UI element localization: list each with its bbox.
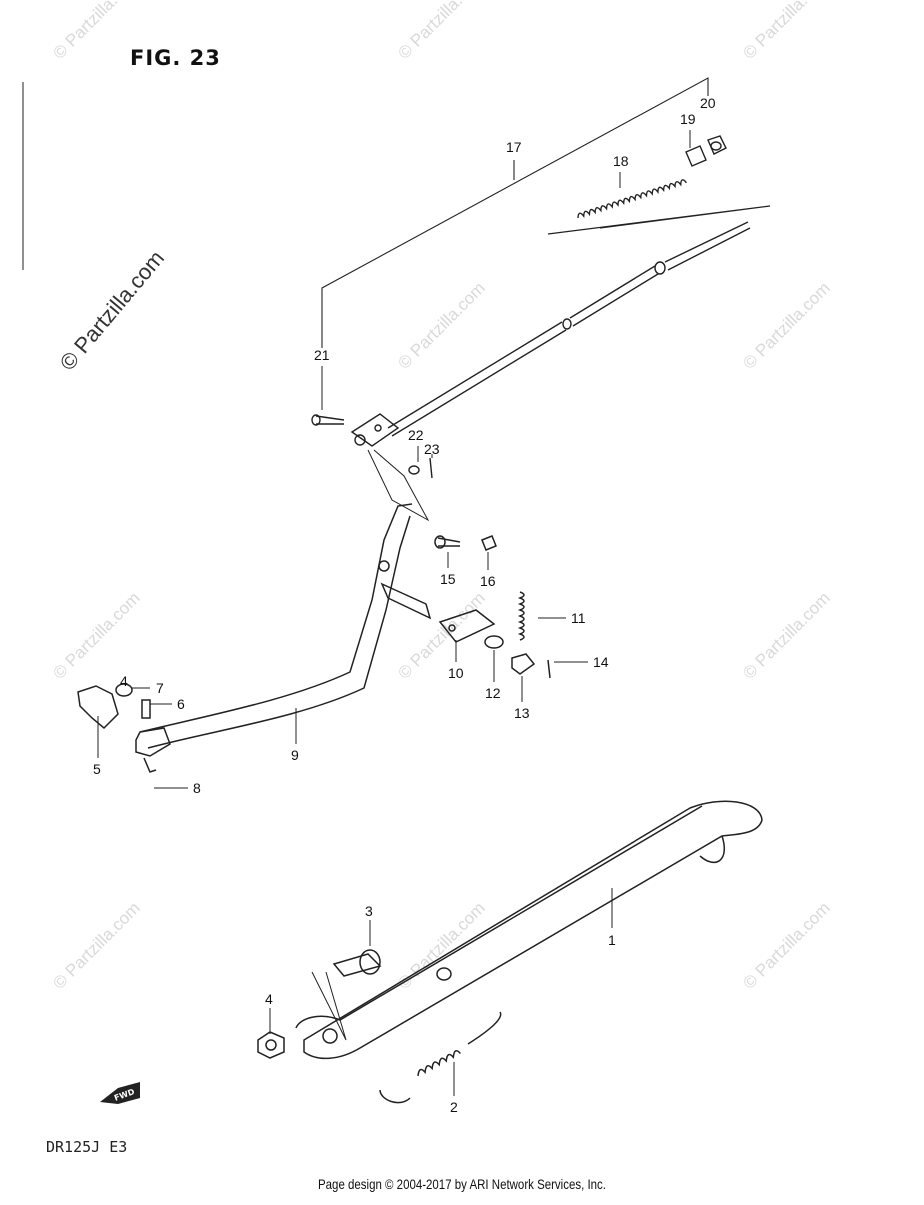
watermark-tile: © Partzilla.com bbox=[49, 588, 143, 682]
callout-18: 18 bbox=[613, 153, 629, 169]
watermark-tile: © Partzilla.com bbox=[394, 588, 488, 682]
leader-lines bbox=[97, 130, 691, 1096]
callout-20: 20 bbox=[700, 95, 716, 111]
callout-14: 14 bbox=[593, 654, 609, 670]
callout-9: 9 bbox=[291, 747, 299, 763]
callout-4: 4 bbox=[265, 991, 273, 1007]
callout-23: 23 bbox=[424, 441, 440, 457]
figure-title: FIG. 23 bbox=[130, 46, 221, 70]
watermark-tiles: © Partzilla.com © Partzilla.com © Partzi… bbox=[49, 0, 833, 993]
callout-6: 6 bbox=[177, 696, 185, 712]
callout-15: 15 bbox=[440, 571, 456, 587]
callout-22: 22 bbox=[408, 427, 424, 443]
side-stand bbox=[257, 800, 763, 1104]
brake-rod-assembly bbox=[311, 77, 771, 522]
callout-1: 1 bbox=[608, 932, 616, 948]
watermark-tile: © Partzilla.com bbox=[739, 588, 833, 682]
watermark-tile: © Partzilla.com bbox=[739, 278, 833, 372]
callout-12: 12 bbox=[485, 685, 501, 701]
callout-21: 21 bbox=[314, 347, 330, 363]
model-code: DR125J E3 bbox=[46, 1138, 128, 1156]
callout-5: 5 bbox=[93, 761, 101, 777]
callout-labels: 1 2 3 4 4 5 6 7 8 9 10 11 12 13 14 15 16… bbox=[93, 95, 716, 1115]
callout-11: 11 bbox=[571, 610, 586, 626]
callout-3: 3 bbox=[365, 903, 373, 919]
watermark-tile: © Partzilla.com bbox=[739, 0, 833, 63]
brake-pedal bbox=[77, 503, 551, 773]
callout-2: 2 bbox=[450, 1099, 458, 1115]
watermark-tile: © Partzilla.com bbox=[394, 278, 488, 372]
watermark-tile: © Partzilla.com bbox=[394, 0, 488, 63]
callout-16: 16 bbox=[480, 573, 496, 589]
callout-13: 13 bbox=[514, 705, 530, 721]
callout-17: 17 bbox=[506, 139, 522, 155]
callout-19: 19 bbox=[680, 111, 696, 127]
callout-4b: 4 bbox=[120, 673, 128, 689]
callout-7: 7 bbox=[156, 680, 164, 696]
callout-10: 10 bbox=[448, 665, 464, 681]
watermark-tile: © Partzilla.com bbox=[739, 898, 833, 992]
fwd-arrow-icon: FWD bbox=[100, 1082, 140, 1104]
watermark-tile: © Partzilla.com bbox=[49, 898, 143, 992]
page-footer: Page design © 2004-2017 by ARI Network S… bbox=[318, 1176, 606, 1192]
watermark-main: © Partzilla.com bbox=[55, 246, 169, 376]
callout-8: 8 bbox=[193, 780, 201, 796]
